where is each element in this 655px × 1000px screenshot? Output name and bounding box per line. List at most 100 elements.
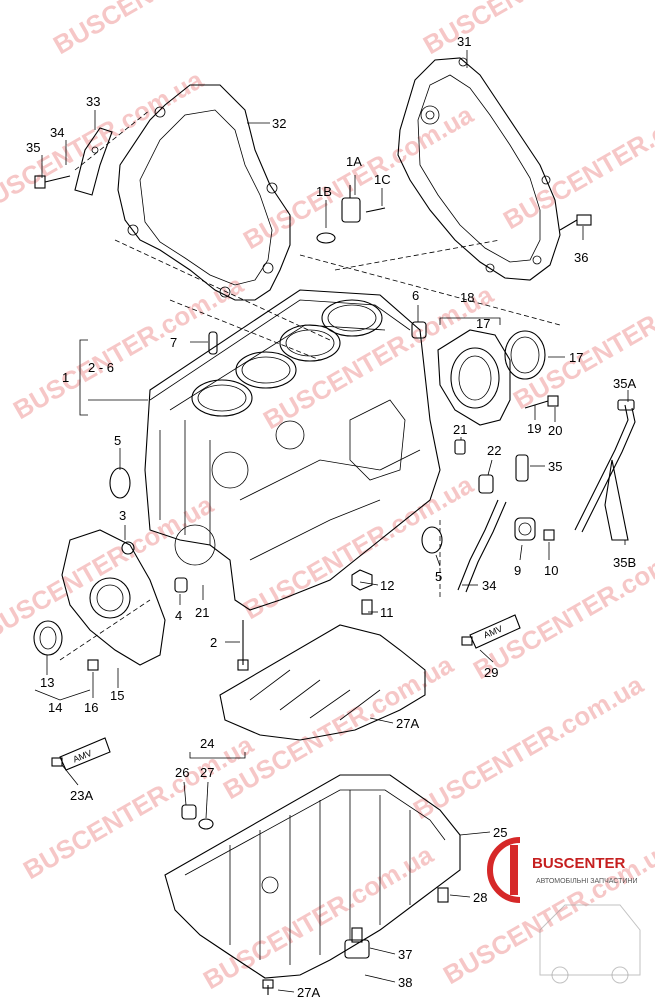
bolt-27 <box>262 979 274 995</box>
callout-label: 20 <box>548 423 562 438</box>
bolt-33 <box>34 175 71 189</box>
bracket-1 <box>79 339 148 416</box>
callout-label: 34 <box>482 578 496 593</box>
oil-tube-35 <box>515 454 529 482</box>
buscenter-logo: BUSCENTER АВТОМОБІЛЬНІ ЗАПЧАСТИНИ <box>487 837 641 984</box>
callout-label: 10 <box>544 563 558 578</box>
callout-label: 3 <box>119 508 126 523</box>
callout-label: 25 <box>493 825 507 840</box>
callout-labels: 32 31 33 34 35 1A 1B 1C 36 7 1 2 - 6 6 1… <box>26 34 636 1000</box>
assembly-lines <box>59 109 561 661</box>
callout-label: 35 <box>548 459 562 474</box>
oil-pump-7 <box>514 517 536 541</box>
callout-label: 27A <box>297 985 320 1000</box>
bolt-36 <box>559 214 592 231</box>
logo-mark-icon <box>487 837 521 903</box>
watermark-text: BUSCENTER.com.ua <box>498 79 655 235</box>
sensor-1a <box>316 185 386 244</box>
sealant-tube-16: AMV <box>51 737 111 771</box>
callout-label: 17 <box>569 350 583 365</box>
callout-label: 9 <box>514 563 521 578</box>
callout-label: 34 <box>50 125 64 140</box>
callout-label: 35B <box>613 555 636 570</box>
callout-label: 17 <box>476 316 490 331</box>
callout-label: 13 <box>40 675 54 690</box>
dowel-pin-11 <box>208 331 218 355</box>
bolt-20 <box>524 395 559 409</box>
callout-label: 24 <box>200 736 214 751</box>
watermark-text: BUSCENTER.com.ua <box>418 0 655 60</box>
callout-label: 5 <box>114 433 121 448</box>
watermark-text: BUSCENTER.com.ua <box>218 649 459 805</box>
tube-label: AMV <box>482 624 504 641</box>
gasket-30 <box>117 84 291 301</box>
callout-label: 33 <box>86 94 100 109</box>
callout-label: 28 <box>473 890 487 905</box>
callout-label: 1B <box>316 184 332 199</box>
oil-seal-17 <box>504 330 546 380</box>
watermark-text: BUSCENTER.com.ua <box>198 839 439 995</box>
callout-label: 35 <box>26 140 40 155</box>
watermark-text: BUSCENTER.com.ua <box>48 0 289 60</box>
callout-label: 21 <box>195 605 209 620</box>
logo-brand-name: BUSCENTER <box>532 855 626 872</box>
callout-label: 12 <box>380 578 394 593</box>
rear-cover-29 <box>397 57 561 281</box>
logo-tagline: АВТОМОБІЛЬНІ ЗАПЧАСТИНИ <box>536 878 637 885</box>
callout-label: 19 <box>527 421 541 436</box>
callout-label: 6 <box>412 288 419 303</box>
van-illustration-icon <box>539 904 641 976</box>
bolt-8 <box>543 529 555 541</box>
logo-bar-icon <box>510 845 518 895</box>
callout-label: 27A <box>396 716 419 731</box>
callout-label: 37 <box>398 947 412 962</box>
watermark-text: BUSCENTER.com.ua <box>0 489 219 645</box>
bracket-35b <box>604 459 629 541</box>
dipstick-tube-35a <box>574 399 636 533</box>
oil-spray-jet-10 <box>351 569 373 615</box>
callout-label: 14 <box>48 700 62 715</box>
seal-12 <box>33 620 63 656</box>
plug-4 <box>174 577 188 593</box>
callout-label: 31 <box>457 34 471 49</box>
leader-lines <box>34 50 629 993</box>
watermark-text: BUSCENTER.com.ua <box>18 729 259 885</box>
plug-6 <box>411 321 427 339</box>
dowel-21 <box>454 439 466 455</box>
callout-label: 2 <box>210 635 217 650</box>
callout-label: 21 <box>453 422 467 437</box>
bolt-2 <box>237 620 249 671</box>
cylinder-block <box>144 289 441 611</box>
callout-label: 2 - 6 <box>88 360 114 375</box>
callout-label: 27 <box>200 765 214 780</box>
callout-label: 15 <box>110 688 124 703</box>
baffle-plate-26 <box>219 624 426 741</box>
sleeve-22 <box>478 474 494 494</box>
watermark-text: BUSCENTER.com.ua <box>508 259 655 415</box>
watermark-text: BUSCENTER.com.ua <box>468 529 655 685</box>
callout-label: 23A <box>70 788 93 803</box>
bracket-31 <box>74 127 113 196</box>
callout-label: 16 <box>84 700 98 715</box>
callout-label: 18 <box>460 290 474 305</box>
callout-label: 32 <box>272 116 286 131</box>
callout-label: 5 <box>435 569 442 584</box>
seal-flange-18 <box>437 329 511 426</box>
callout-label: 4 <box>175 608 182 623</box>
callout-label: 36 <box>574 250 588 265</box>
callout-label: 35A <box>613 376 636 391</box>
drain-plug-24 <box>181 804 197 820</box>
callout-label: 22 <box>487 443 501 458</box>
callout-label: 11 <box>380 605 394 620</box>
bolt-27a <box>437 887 449 903</box>
bolt-15 <box>87 659 99 671</box>
seal-ring-25 <box>198 818 214 830</box>
watermark-text: BUSCENTER.com.ua <box>408 669 649 825</box>
callout-label: 38 <box>398 975 412 990</box>
oil-level-sensor-37 <box>344 927 370 959</box>
callout-label: 7 <box>170 335 177 350</box>
callout-label: 1C <box>374 172 391 187</box>
callout-label: 29 <box>484 665 498 680</box>
callout-label: 26 <box>175 765 189 780</box>
